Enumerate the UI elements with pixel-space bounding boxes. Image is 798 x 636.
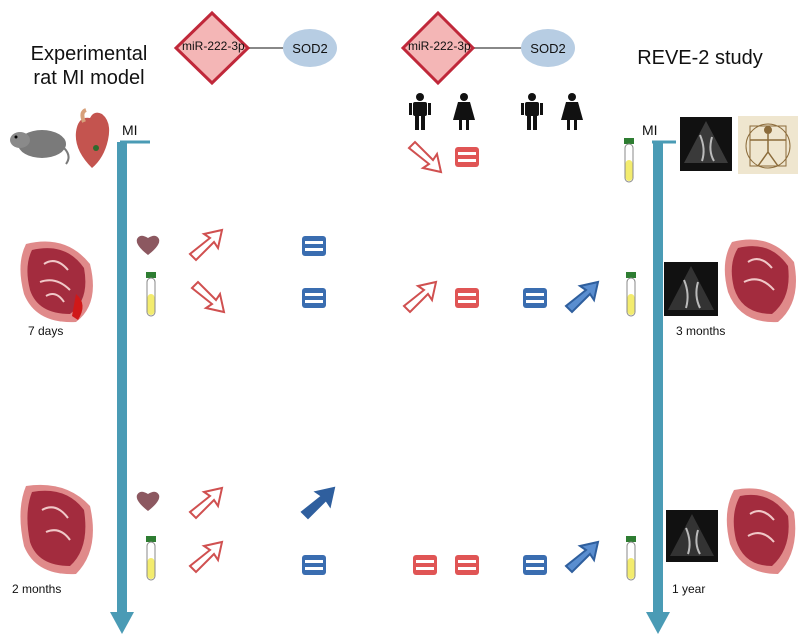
heart-tissue-icon: [136, 235, 160, 255]
timeline-left: [110, 140, 150, 634]
arrow-up-red-icon: [402, 280, 438, 314]
sod2-node-label-right: SOD2: [530, 41, 566, 56]
arrow-up-red-icon: [188, 486, 224, 520]
network-diagram-right: [400, 10, 575, 86]
heart-tissue-icon: [136, 491, 160, 511]
equal-red-icon: [455, 288, 479, 308]
right-title: REVE-2 study: [637, 47, 763, 69]
time-label-7-days: 7 days: [28, 324, 64, 338]
heart-section-3-months: [724, 239, 796, 323]
blood-tube-icon: [626, 536, 636, 581]
left-title-line1: Experimental: [30, 43, 148, 65]
time-label-1-year: 1 year: [672, 582, 706, 596]
timeline-right: [646, 140, 676, 634]
mi-label-left: MI: [122, 122, 138, 138]
arrow-up-red-icon: [188, 540, 224, 574]
mi-label-right: MI: [642, 122, 658, 138]
mirna-node-label-left: miR-222-3p: [182, 39, 245, 53]
mirna-node-label-right: miR-222-3p: [408, 39, 471, 53]
network-diagram-left: [173, 10, 337, 86]
human-figures-left: [409, 93, 475, 130]
rat-illustration: [10, 130, 70, 165]
echo-image-baseline: [680, 117, 732, 171]
blood-tube-icon: [626, 272, 636, 317]
heart-illustration: [75, 108, 110, 168]
arrow-up-blue-icon: [564, 540, 600, 574]
equal-blue-icon: [302, 236, 326, 256]
equal-blue-icon: [523, 555, 547, 575]
arrow-down-red-icon: [407, 140, 443, 174]
equal-red-icon: [413, 555, 437, 575]
heart-section-1-year: [726, 488, 796, 574]
blood-tube-icon: [624, 138, 634, 183]
arrow-down-red-icon: [190, 280, 226, 314]
heart-section-7-days: [20, 241, 93, 323]
arrow-up-blue-icon: [564, 280, 600, 314]
left-title-line2: rat MI model: [33, 67, 145, 89]
equal-blue-icon: [523, 288, 547, 308]
arrow-up-red-icon: [188, 228, 224, 262]
time-label-2-months: 2 months: [12, 582, 62, 596]
equal-red-icon: [455, 555, 479, 575]
time-label-3-months: 3 months: [676, 324, 726, 338]
human-figures-right: [521, 93, 583, 130]
sod2-node-label-left: SOD2: [292, 41, 328, 56]
equal-blue-icon: [302, 288, 326, 308]
equal-red-icon: [455, 147, 479, 167]
equal-blue-icon: [302, 555, 326, 575]
blood-tube-icon: [146, 272, 156, 317]
arrow-up-blue-icon: [300, 486, 336, 520]
echo-image-3-months: [664, 262, 718, 316]
heart-section-2-months: [20, 484, 93, 575]
echo-image-1-year: [666, 510, 718, 562]
blood-tube-icon: [146, 536, 156, 581]
vitruvian-man-image: [738, 116, 798, 174]
